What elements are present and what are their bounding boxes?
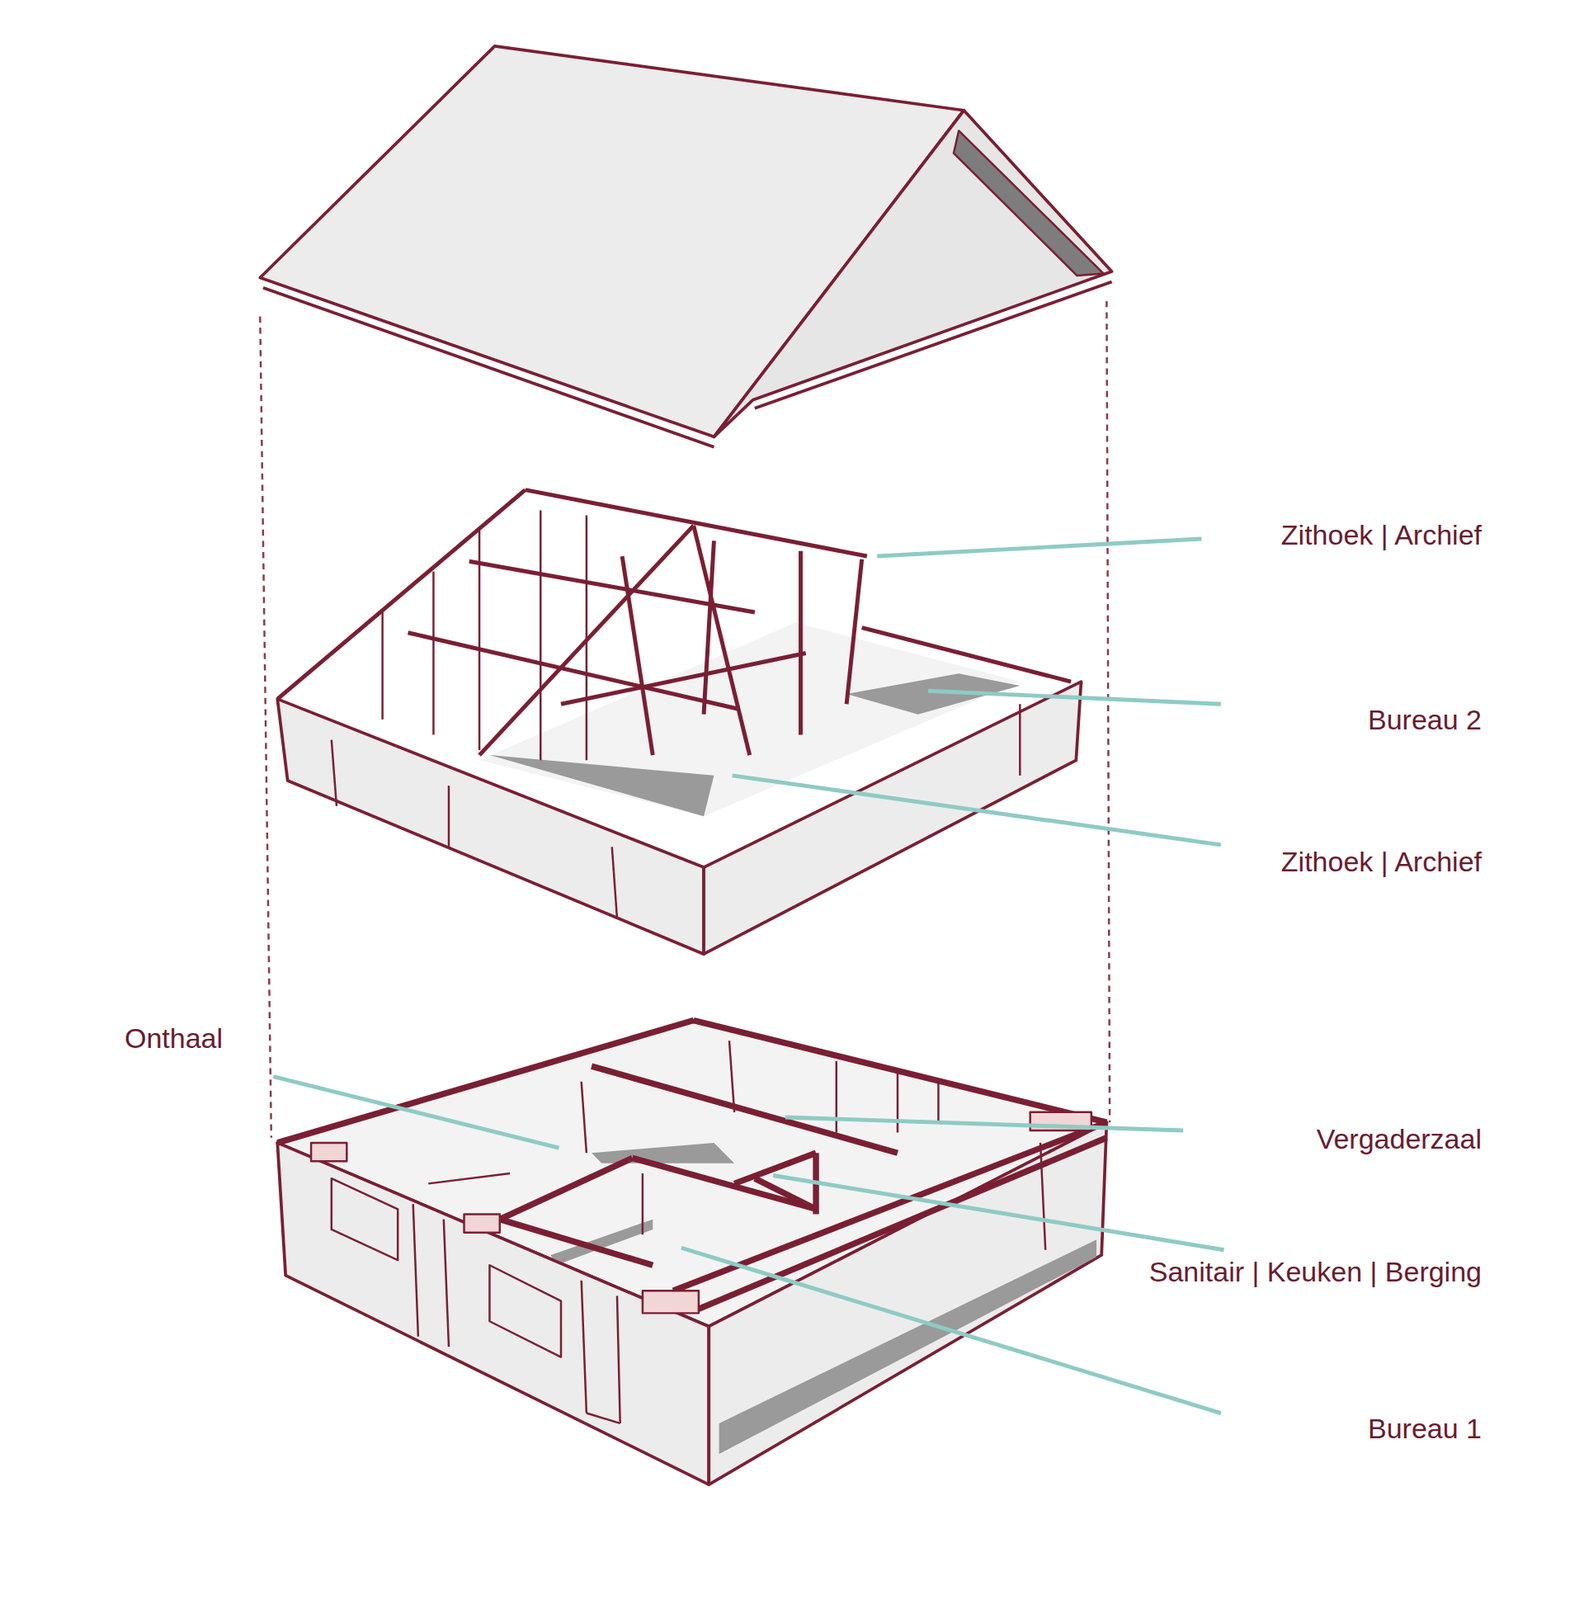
- room-label: Vergaderzaal: [1316, 1123, 1482, 1155]
- room-label: Zithoek | Archief: [1281, 519, 1482, 551]
- room-label: Bureau 1: [1367, 1413, 1482, 1444]
- room-label: Onthaal: [124, 1023, 223, 1054]
- room-label: Zithoek | Archief: [1281, 846, 1482, 877]
- room-label: Sanitair | Keuken | Berging: [1149, 1256, 1482, 1287]
- room-label: Bureau 2: [1367, 704, 1482, 736]
- leader-lines: [273, 538, 1224, 1414]
